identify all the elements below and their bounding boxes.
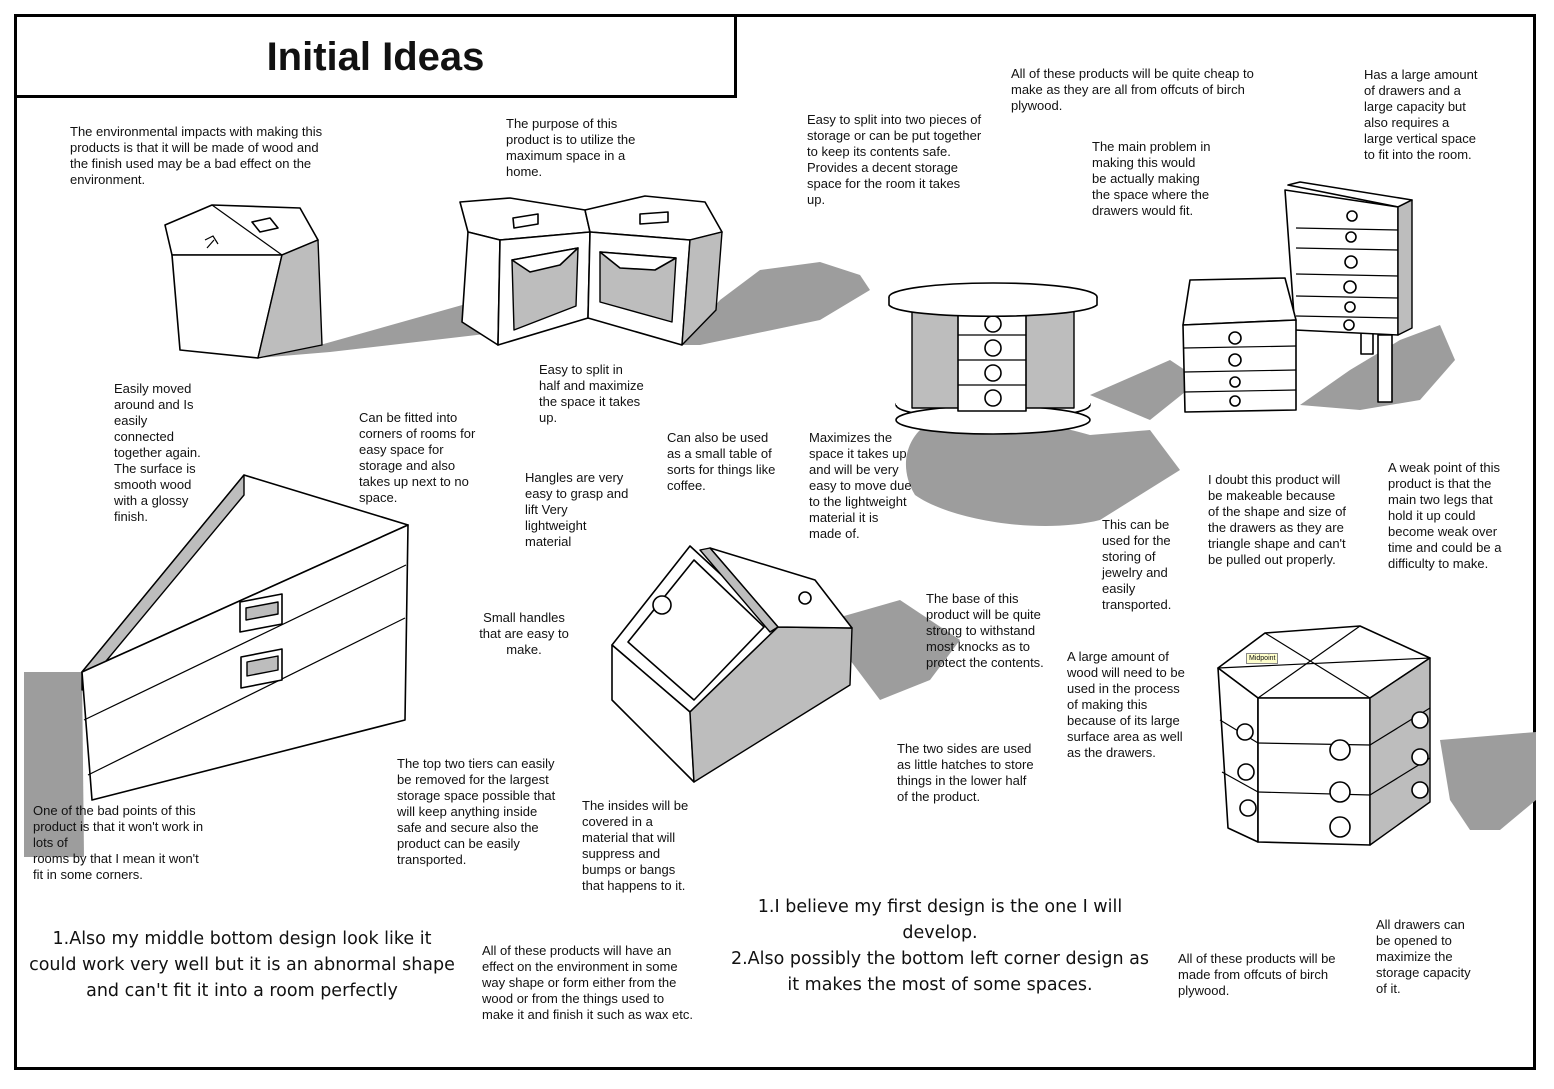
note-two-sides: The two sides are used as little hatches… bbox=[897, 741, 1034, 804]
round-table-sketch bbox=[888, 282, 1200, 526]
page-title: Initial Ideas bbox=[266, 35, 485, 79]
note-split-half: Easy to split in half and maximize the s… bbox=[539, 362, 644, 425]
drawer-tower-sketch bbox=[1182, 181, 1455, 413]
note-large-wood: A large amount of wood will need to be u… bbox=[1067, 649, 1185, 760]
note-top-tiers: The top two tiers can easily be removed … bbox=[397, 756, 556, 867]
note-large-drawers: Has a large amount of drawers and a larg… bbox=[1364, 67, 1478, 162]
conclusion-first-design: 1.I believe my first design is the one I… bbox=[730, 897, 1150, 995]
hatch-box-sketch bbox=[611, 545, 960, 783]
note-insides: The insides will be covered in a materia… bbox=[582, 798, 689, 893]
note-all-drawers: All drawers can be opened to maximize th… bbox=[1376, 917, 1471, 996]
note-corners: Can be fitted into corners of rooms for … bbox=[359, 410, 476, 505]
note-handles: Hangles are very easy to grasp and lift … bbox=[525, 470, 629, 549]
note-small-table: Can also be used as a small table of sor… bbox=[667, 430, 776, 493]
note-environmental-impact: The environmental impacts with making th… bbox=[70, 124, 323, 187]
note-small-handles: Small handles that are easy to make. bbox=[479, 610, 569, 657]
note-cheap: All of these products will be quite chea… bbox=[1011, 66, 1254, 113]
conclusion-middle-bottom: 1.Also my middle bottom design look like… bbox=[29, 929, 455, 1001]
note-purpose: The purpose of this product is to utiliz… bbox=[506, 116, 636, 179]
hexagon-drawer-stack-sketch bbox=[1217, 625, 1536, 846]
page-frame bbox=[14, 14, 1536, 1070]
note-birch: All of these products will be made from … bbox=[1178, 951, 1336, 998]
split-hexagon-sketch bbox=[459, 195, 870, 346]
note-weak-point: A weak point of this product is that the… bbox=[1388, 460, 1502, 571]
note-jewelry: This can be used for the storing of jewe… bbox=[1102, 517, 1172, 612]
triangular-drawer-sketch bbox=[24, 474, 409, 857]
note-doubt: I doubt this product will be makeable be… bbox=[1208, 472, 1347, 567]
note-base: The base of this product will be quite s… bbox=[926, 591, 1044, 670]
note-maximizes: Maximizes the space it takes up and will… bbox=[809, 430, 912, 541]
midpoint-tooltip: Midpoint bbox=[1246, 653, 1279, 664]
note-main-problem: The main problem in making this would be… bbox=[1092, 139, 1211, 218]
note-split-storage: Easy to split into two pieces of storage… bbox=[807, 112, 982, 207]
title-box: Initial Ideas bbox=[14, 14, 737, 98]
note-easily-moved: Easily moved around and Is easily connec… bbox=[114, 381, 201, 524]
note-environment-effect: All of these products will have an effec… bbox=[482, 943, 693, 1022]
note-bad-points: One of the bad points of this product is… bbox=[33, 803, 204, 882]
